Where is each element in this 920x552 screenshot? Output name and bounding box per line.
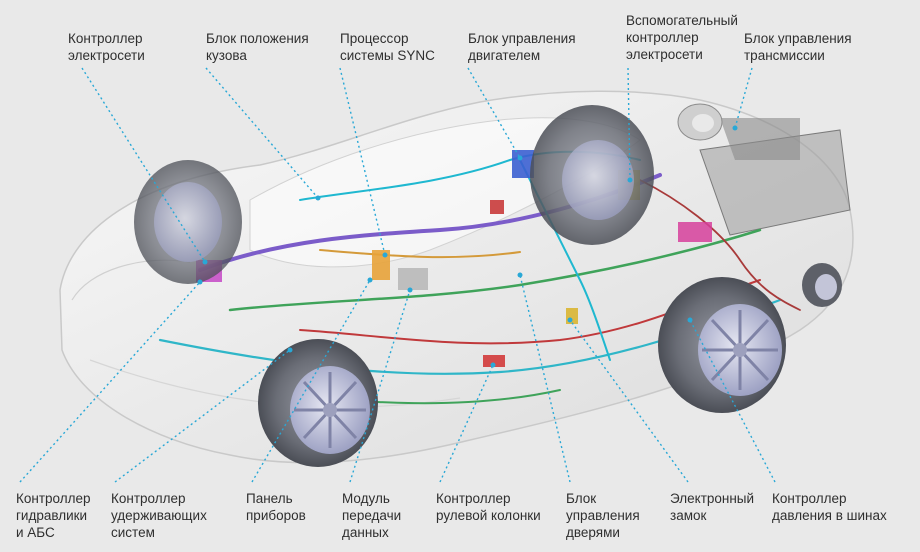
label-instrument-panel: Панель приборов (246, 491, 306, 523)
label-power-controller: Контроллер электросети (68, 31, 145, 63)
label-electronic-lock: Электронный замок (670, 491, 755, 523)
leader-lines (19, 67, 776, 483)
label-aux-power-controller: Вспомогательный контроллер электросети (626, 13, 738, 62)
label-sync-processor: Процессор системы SYNC (340, 31, 435, 63)
label-restraint-systems-controller: Контроллер удерживающих систем (111, 491, 207, 540)
front-right-wheel (258, 339, 378, 467)
label-hydraulics-abs-controller: Контроллер гидравлики и АБС (16, 491, 91, 540)
label-steering-column-controller: Контроллер рулевой колонки (436, 491, 541, 523)
label-tire-pressure-controller: Контроллер давления в шинах (772, 491, 887, 523)
rear-tire-sensor (802, 263, 842, 307)
spare-tire (677, 103, 723, 141)
label-transmission-control-unit: Блок управления трансмиссии (744, 31, 852, 63)
rear-right-wheel (658, 277, 786, 413)
label-engine-control-unit: Блок управления двигателем (468, 31, 576, 63)
rear-left-wheel (530, 105, 654, 245)
label-body-position-unit: Блок положения кузова (206, 31, 309, 63)
label-data-transfer-module: Модуль передачи данных (342, 491, 402, 540)
front-left-wheel (134, 160, 242, 284)
label-door-control-unit: Блок управления дверями (566, 491, 640, 540)
